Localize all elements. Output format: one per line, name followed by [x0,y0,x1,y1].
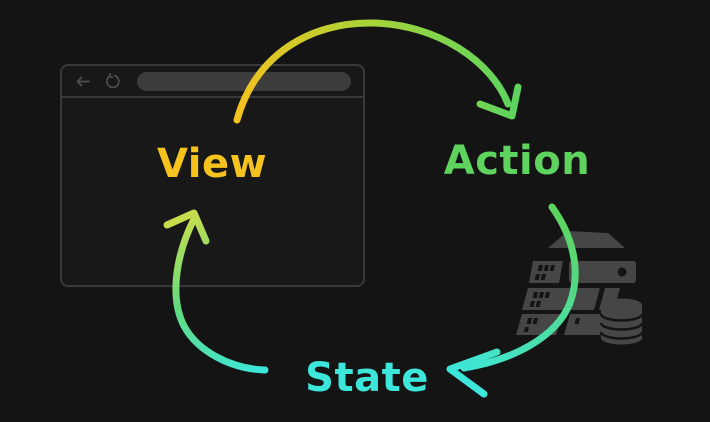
node-action-label: Action [443,138,591,184]
arrow-view-to-action [233,19,512,124]
database-cylinder-grooves [599,313,644,340]
server-rack-row1-unit [569,261,636,283]
arrowhead-state-to-view [163,209,210,245]
server-lid [548,231,625,248]
back-icon [74,73,91,90]
node-view-label: View [156,141,268,187]
url-bar [137,71,351,91]
arrow-state-to-view [172,217,269,374]
refresh-icon [104,72,121,90]
arrow-action-to-state [460,203,579,372]
arrowhead-action-to-state [446,348,501,398]
browser-toolbar [62,66,363,98]
server-rack-row1-vents [529,261,563,283]
server-led [617,267,627,277]
server-rack-row3-side [564,314,606,335]
node-state-label: State [305,355,429,401]
arrowhead-view-to-action [476,83,522,120]
server-database-icon [516,231,644,345]
browser-window [60,64,365,287]
